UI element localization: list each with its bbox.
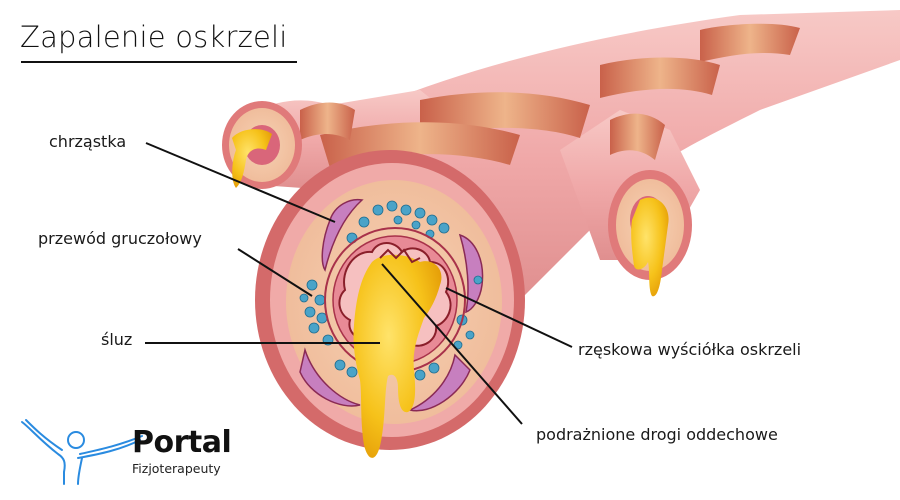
small-bronchus-left [222, 101, 302, 189]
main-bronchus-section [255, 150, 525, 458]
label-ciliated-lining: rzęskowa wyściółka oskrzeli [578, 340, 802, 359]
title-underline [21, 61, 297, 63]
person-arms-raised-icon [21, 419, 143, 485]
leader-lines [145, 142, 573, 425]
label-cartilage: chrząstka [49, 132, 127, 151]
logo-name: Portal [132, 425, 232, 460]
label-mucus: śluz [101, 330, 133, 349]
label-irritated-airways: podrażnione drogi oddechowe [536, 425, 778, 444]
label-gland-duct: przewód gruczołowy [38, 229, 202, 248]
small-bronchus-right [608, 170, 692, 297]
logo-subtitle: Fizjoterapeuty [132, 461, 221, 476]
diagram-title: Zapalenie oskrzeli [20, 20, 288, 54]
